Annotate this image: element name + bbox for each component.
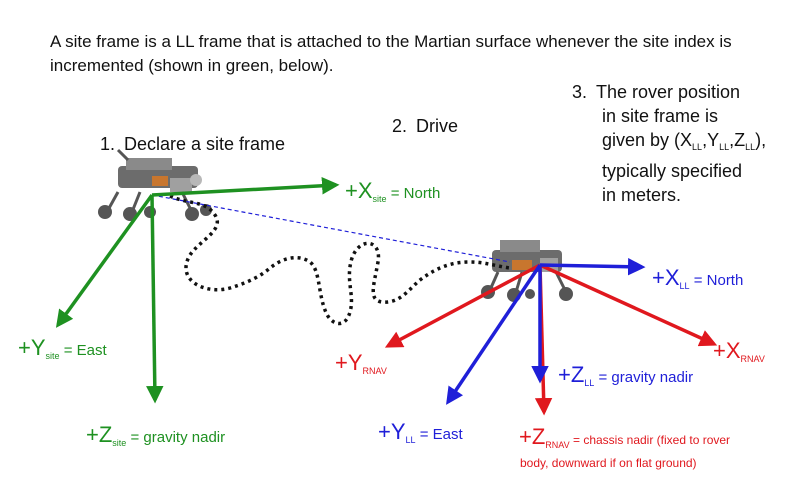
site-z-axis-arrow (146, 194, 164, 404)
step-3-line3: given by (XLL,YLL,ZLL), (572, 128, 766, 159)
rnav-x-sub: RNAV (740, 354, 765, 364)
site-x-rest: = North (386, 185, 441, 202)
ll-x-label: +XLL = North (652, 265, 743, 291)
step-1-number: 1. (100, 134, 116, 154)
site-x-main: +X (345, 178, 373, 203)
step-3-line4: typically specified (602, 161, 743, 181)
rnav-y-sub: RNAV (362, 366, 387, 376)
step-3-y: ,Y (702, 130, 720, 150)
step-3-line1: The rover position (596, 82, 741, 102)
rnav-z-rest: = chassis nadir (fixed to rover (569, 433, 731, 447)
ll-z-sub: LL (584, 378, 595, 388)
position-vector-line (151, 194, 511, 263)
site-y-label: +Ysite = East (18, 335, 107, 361)
drive-path (169, 194, 511, 326)
step-2-label: 2. Drive (392, 114, 458, 138)
step-3-sub-z: LL (745, 142, 756, 152)
rnav-y-main: +Y (335, 350, 363, 375)
site-x-axis-arrow (151, 177, 340, 197)
ll-z-main: +Z (558, 362, 585, 387)
rnav-y-label: +YRNAV (335, 350, 387, 376)
ll-x-sub: LL (679, 281, 690, 291)
site-z-label: +Zsite = gravity nadir (86, 422, 225, 448)
rnav-x-axis-arrow (539, 263, 718, 347)
ll-z-rest: = gravity nadir (594, 369, 694, 386)
ll-z-label: +ZLL = gravity nadir (558, 362, 693, 388)
step-1-label: 1. Declare a site frame (100, 132, 285, 156)
step-3-close: ), (755, 130, 767, 150)
intro-text: A site frame is a LL frame that is attac… (50, 32, 732, 75)
ll-x-axis-arrow (539, 257, 646, 276)
rnav-x-main: +X (713, 338, 741, 363)
step-1-text: Declare a site frame (124, 134, 286, 154)
rnav-y-axis-arrow (384, 263, 541, 348)
step-3-number: 3. (572, 82, 588, 102)
step-2-text: Drive (416, 116, 459, 136)
site-z-rest: = gravity nadir (126, 429, 226, 446)
ll-x-rest: = North (689, 272, 744, 289)
site-z-main: +Z (86, 422, 113, 447)
ll-x-main: +X (652, 265, 680, 290)
site-x-label: +Xsite = North (345, 178, 440, 204)
ll-y-sub: LL (405, 435, 416, 445)
rnav-x-label: +XRNAV (713, 338, 765, 364)
site-y-axis-arrow (55, 193, 154, 328)
step-3-label: 3. The rover position in site frame is gi… (572, 80, 766, 207)
site-y-rest: = East (59, 342, 107, 359)
step-3-sub-y: LL (719, 142, 730, 152)
step-3-line2: in site frame is (602, 106, 719, 126)
step-3-given-by: given by (X (602, 130, 693, 150)
step-3-line5: in meters. (602, 185, 682, 205)
rnav-z-sub: RNAV (545, 440, 570, 450)
ll-y-axis-arrow (446, 264, 542, 405)
rover-1-illustration (98, 148, 212, 221)
ll-y-main: +Y (378, 419, 406, 444)
rnav-z-label-line2: body, downward if on flat ground) (520, 456, 697, 470)
rnav-z-main: +Z (519, 424, 546, 449)
site-z-sub: site (112, 438, 127, 448)
rnav-z-label: +ZRNAV = chassis nadir (fixed to rover (519, 424, 730, 450)
step-3-z: ,Z (729, 130, 746, 150)
step-3-sub-x: LL (692, 142, 703, 152)
site-y-main: +Y (18, 335, 46, 360)
ll-y-rest: = East (415, 426, 463, 443)
site-y-sub: site (45, 351, 60, 361)
ll-y-label: +YLL = East (378, 419, 463, 445)
site-x-sub: site (372, 194, 387, 204)
step-2-number: 2. (392, 116, 408, 136)
